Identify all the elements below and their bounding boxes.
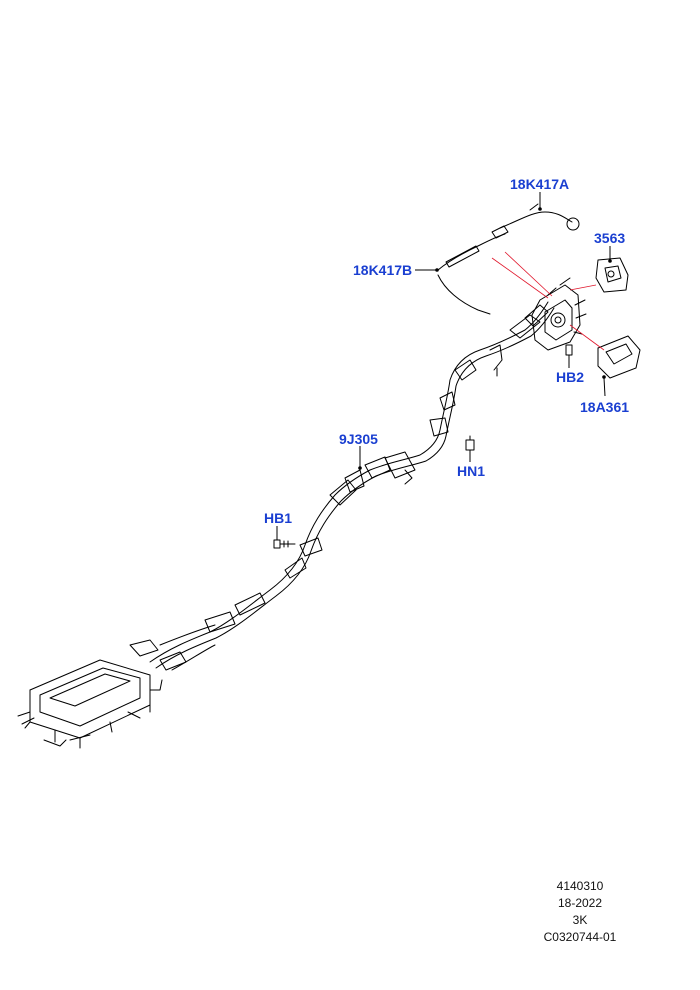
cover-18a361-part[interactable] (597, 335, 641, 379)
nut-hn1-part[interactable] (465, 435, 475, 451)
callout-18k417a[interactable]: 18K417A (510, 176, 570, 192)
gasket-3563-part[interactable] (595, 257, 629, 293)
cable-18k417b-part[interactable] (437, 233, 506, 315)
callout-18a361[interactable]: 18A361 (580, 399, 630, 415)
leader-lines (276, 192, 611, 540)
callout-18k417b[interactable]: 18K417B (353, 262, 413, 278)
footer-illustration-number: 4140310 (556, 879, 604, 893)
inverter-module-part[interactable] (17, 659, 163, 749)
callout-hb2[interactable]: HB2 (556, 369, 585, 385)
footer-date-code: 18-2022 (557, 896, 603, 910)
callout-3563[interactable]: 3563 (594, 230, 626, 246)
cable-18k417a-part[interactable] (491, 203, 580, 239)
footer-revision: 3K (572, 913, 588, 927)
callout-9j305[interactable]: 9J305 (339, 431, 378, 447)
charging-harness-part[interactable] (129, 301, 555, 671)
reference-lines (491, 251, 605, 351)
callout-hn1[interactable]: HN1 (457, 463, 486, 479)
charge-port-inlet-part[interactable] (531, 277, 587, 351)
bolt-hb1-part[interactable] (273, 539, 296, 549)
footer-drawing-code: C0320744-01 (543, 930, 617, 944)
bolt-hb2-part[interactable] (565, 344, 573, 363)
footer-reference-block: 4140310 18-2022 3K C0320744-01 (520, 878, 640, 946)
callout-hb1[interactable]: HB1 (264, 510, 293, 526)
